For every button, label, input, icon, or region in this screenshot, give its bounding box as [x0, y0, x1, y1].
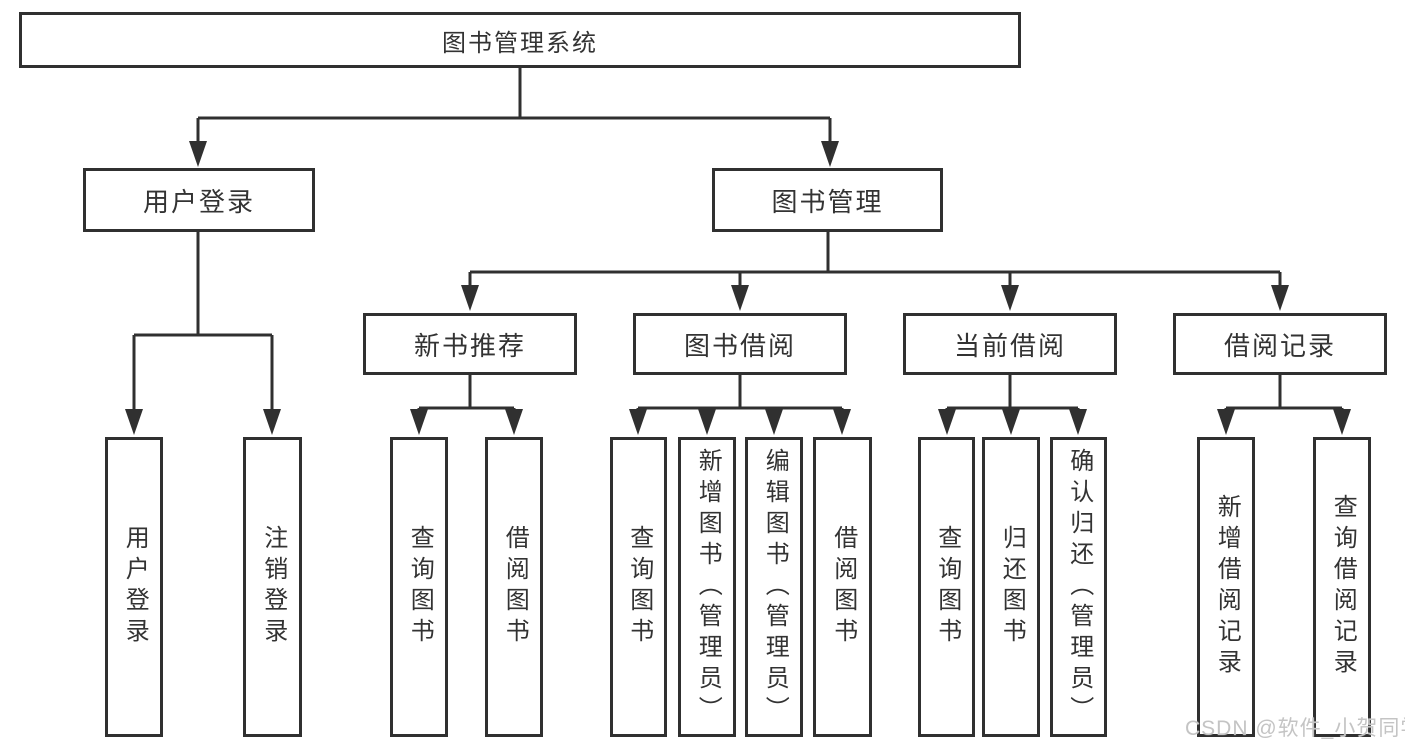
node-current-borrowing: 当前借阅 [903, 313, 1117, 375]
leaf-query-books-current: 查询图书 [918, 437, 975, 737]
node-book-borrowing: 图书借阅 [633, 313, 847, 375]
leaf-borrow-books-borrowing: 借阅图书 [813, 437, 872, 737]
leaf-borrow-books-recommend: 借阅图书 [485, 437, 543, 737]
leaf-query-borrow-record: 查询借阅记录 [1313, 437, 1371, 737]
leaf-logout: 注销登录 [243, 437, 302, 737]
leaf-user-login: 用户登录 [105, 437, 163, 737]
leaf-add-books-admin: 新增图书（管理员） [678, 437, 736, 737]
leaf-return-books: 归还图书 [982, 437, 1040, 737]
root-node: 图书管理系统 [19, 12, 1021, 68]
watermark: CSDN @软件_小贺同学 [1185, 717, 1405, 740]
node-user-login: 用户登录 [83, 168, 315, 232]
node-book-management: 图书管理 [712, 168, 943, 232]
node-borrowing-records: 借阅记录 [1173, 313, 1387, 375]
leaf-add-borrow-record: 新增借阅记录 [1197, 437, 1255, 737]
leaf-confirm-return-admin: 确认归还（管理员） [1050, 437, 1107, 737]
leaf-edit-books-admin: 编辑图书（管理员） [745, 437, 803, 737]
leaf-query-books-borrowing: 查询图书 [610, 437, 667, 737]
node-new-book-recommendation: 新书推荐 [363, 313, 577, 375]
leaf-query-books-recommend: 查询图书 [390, 437, 448, 737]
